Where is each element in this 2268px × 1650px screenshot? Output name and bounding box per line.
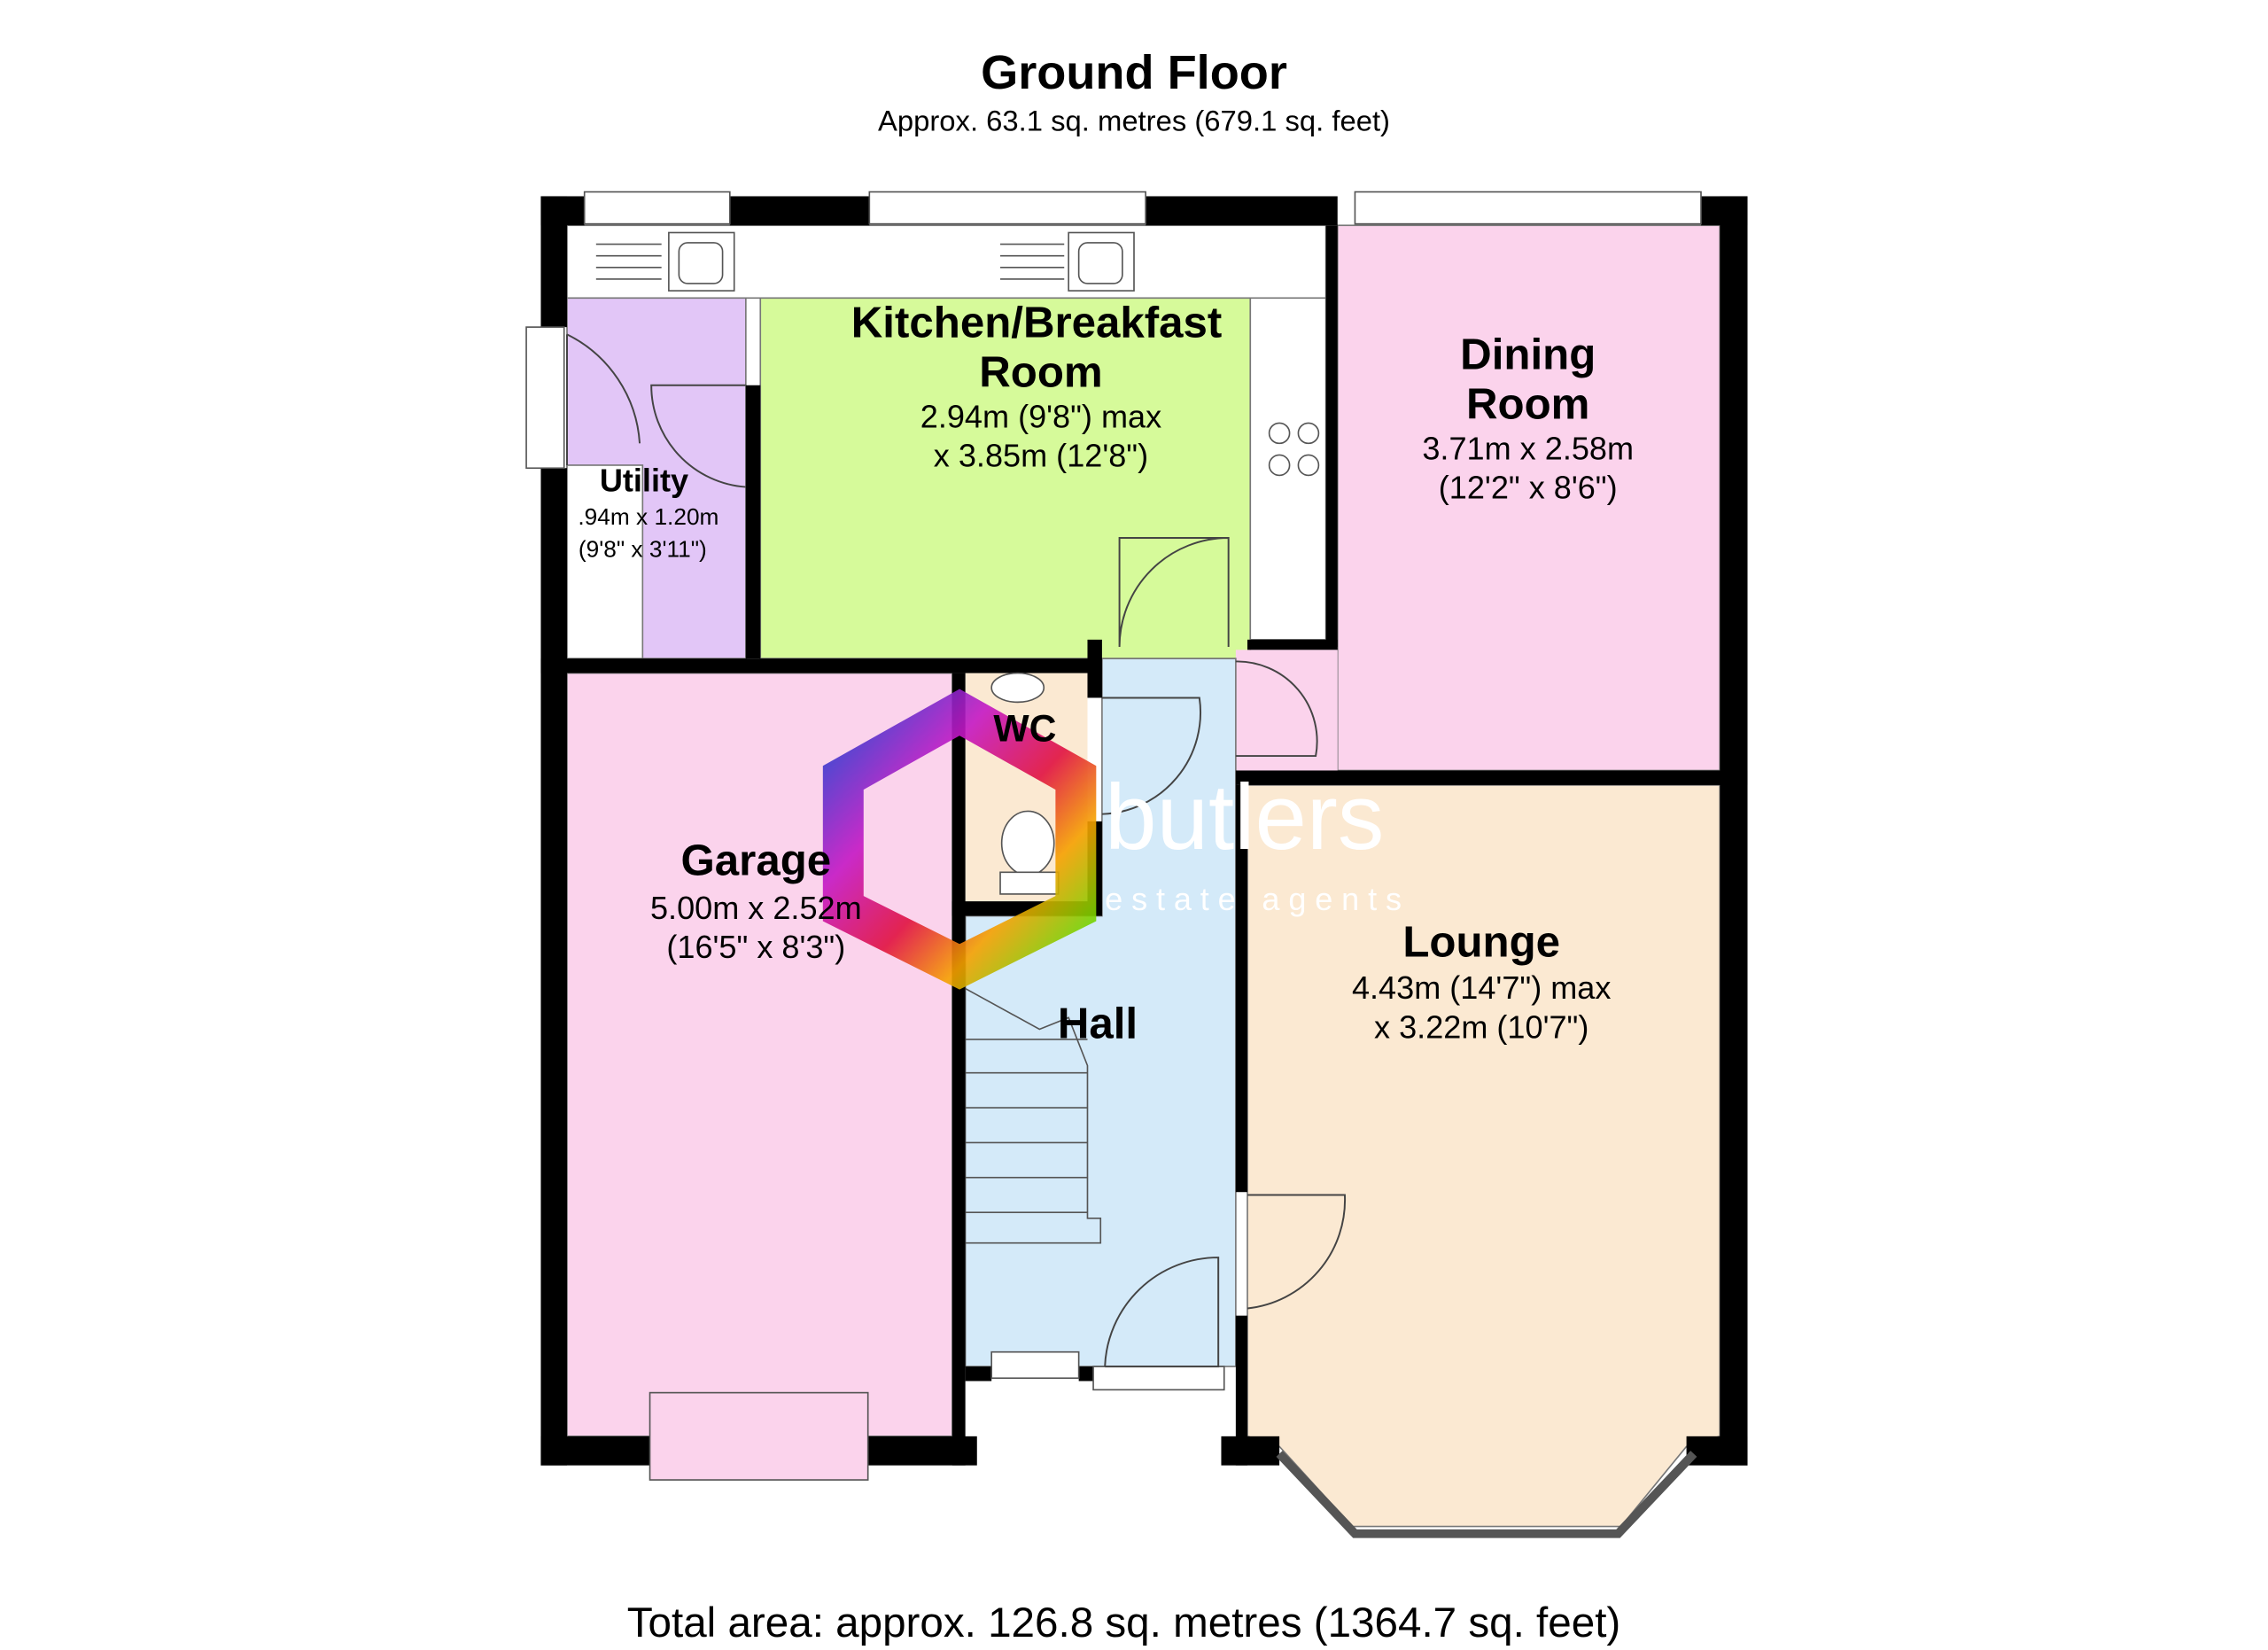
utility-door-icon [566,333,641,465]
lounge-name: Lounge [1402,917,1560,966]
lounge-dim-2: x 3.22m (10'7") [1374,1008,1588,1045]
wc-door-icon [1101,697,1202,815]
wc-basin-icon [990,672,1045,704]
doors [566,333,1347,1368]
dining-name-2: Room [1466,379,1589,428]
utility-window [583,191,731,225]
garage-floor [566,672,953,1437]
kitchen-utility-door-icon [650,384,746,488]
kitchen-name: Kitchen/Breakfast [851,299,1223,347]
toilet-icon [1000,810,1055,876]
kitchen-door-icon [1118,537,1230,648]
walls [540,196,1748,1466]
front-door-step [1092,1366,1225,1391]
floor-title: Ground Floor [981,46,1287,99]
bay-window [1276,1451,1697,1538]
kitchen-window [868,191,1146,225]
dining-entry [1235,650,1338,771]
dining-window [1354,191,1702,225]
utility-white-area [566,464,644,659]
kitchen-dim: 2.94m (9'8") max [920,398,1161,434]
floor-area: Approx. 63.1 sq. metres (679.1 sq. feet) [878,105,1390,137]
utility-dim: .94m x 1.20m [578,503,718,530]
watermark-logo: butlers estate agents [822,689,1410,990]
garage-dim: 5.00m x 2.52m [650,890,862,926]
drainer-icon [595,243,1065,280]
dining-dim: 3.71m x 2.58m [1422,430,1634,466]
dining-door-icon [1235,660,1318,758]
dining-dim-2: (12'2" x 8'6") [1439,470,1618,506]
total-area: Total area: approx. 126.8 sq. metres (13… [627,1599,1621,1646]
wc-name: WC [993,708,1056,751]
watermark-brand: butlers [1105,766,1384,869]
garage-dim-2: (16'5" x 8'3") [666,929,845,965]
garage-door [649,1391,869,1481]
utility-dim-2: (9'8" x 3'11") [579,535,707,562]
kitchen-name-2: Room [979,347,1102,396]
watermark-tagline: estate agents [1105,881,1410,917]
utility-side-door [525,326,565,470]
garage-name: Garage [681,837,832,885]
dining-name: Dining [1460,331,1596,379]
dining-floor [1336,224,1721,772]
kitchen-dim-2: x 3.85m (12'8") [934,438,1148,474]
utility-name: Utility [600,463,688,499]
hob-icon [1268,422,1320,477]
hall-name: Hall [1058,999,1138,1047]
kitchen-floor [759,297,1252,659]
hall-window [990,1350,1080,1380]
front-door-icon [1104,1257,1220,1368]
kitchen-side-counter [1249,297,1327,641]
lounge-door-icon [1247,1194,1347,1310]
windows [525,191,1702,1538]
room-fills [566,224,1721,1528]
lounge-dim: 4.43m (14'7") max [1352,969,1611,1006]
fixtures [595,231,1320,1244]
stairs-icon [965,987,1102,1244]
